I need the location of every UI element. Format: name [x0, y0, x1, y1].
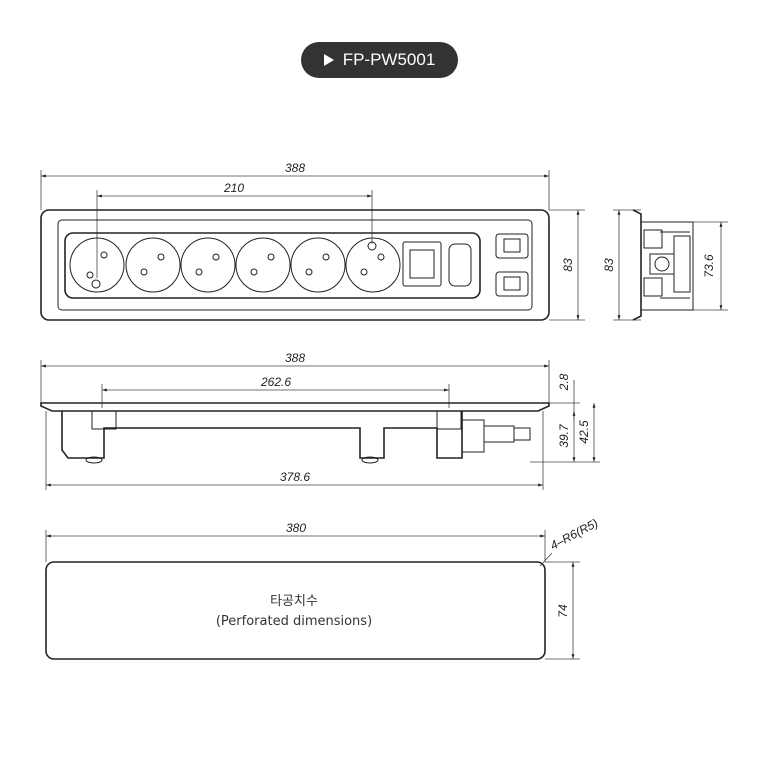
top-height-dim: 83 — [561, 258, 575, 272]
front-inner-dim: 262.6 — [260, 375, 291, 389]
cutout-label-en: (Perforated dimensions) — [216, 614, 372, 629]
cutout-radius-note: 4–R6(R5) — [548, 516, 601, 553]
cutout-height-dim: 74 — [556, 604, 570, 618]
top-spacing-dim: 210 — [223, 181, 244, 195]
front-bottom-dim: 378.6 — [280, 470, 310, 484]
cutout-width-dim: 380 — [286, 521, 306, 535]
front-height-b-dim: 42.5 — [577, 420, 591, 444]
cutout-view: 380 타공치수 (Perforated dimensions) 4–R6(R5… — [45, 516, 601, 660]
front-view: 388 262.6 2.8 39.7 42.5 378.6 — [40, 351, 600, 490]
socket-row — [69, 237, 401, 293]
side-depth-dim: 73.6 — [702, 254, 716, 278]
cutout-label-ko: 타공치수 — [270, 594, 318, 609]
top-view: 388 210 83 — [40, 161, 585, 321]
side-height-dim: 83 — [602, 258, 616, 272]
front-flange-dim: 2.8 — [557, 373, 571, 391]
model-label: FP-PW5001 — [342, 50, 436, 69]
model-badge: FP-PW5001 — [301, 42, 458, 78]
front-height-a-dim: 39.7 — [557, 423, 571, 448]
front-width-dim: 388 — [285, 351, 305, 365]
side-view: 83 73.6 — [602, 209, 728, 321]
top-width-dim: 388 — [285, 161, 305, 175]
play-triangle-icon — [323, 54, 334, 66]
